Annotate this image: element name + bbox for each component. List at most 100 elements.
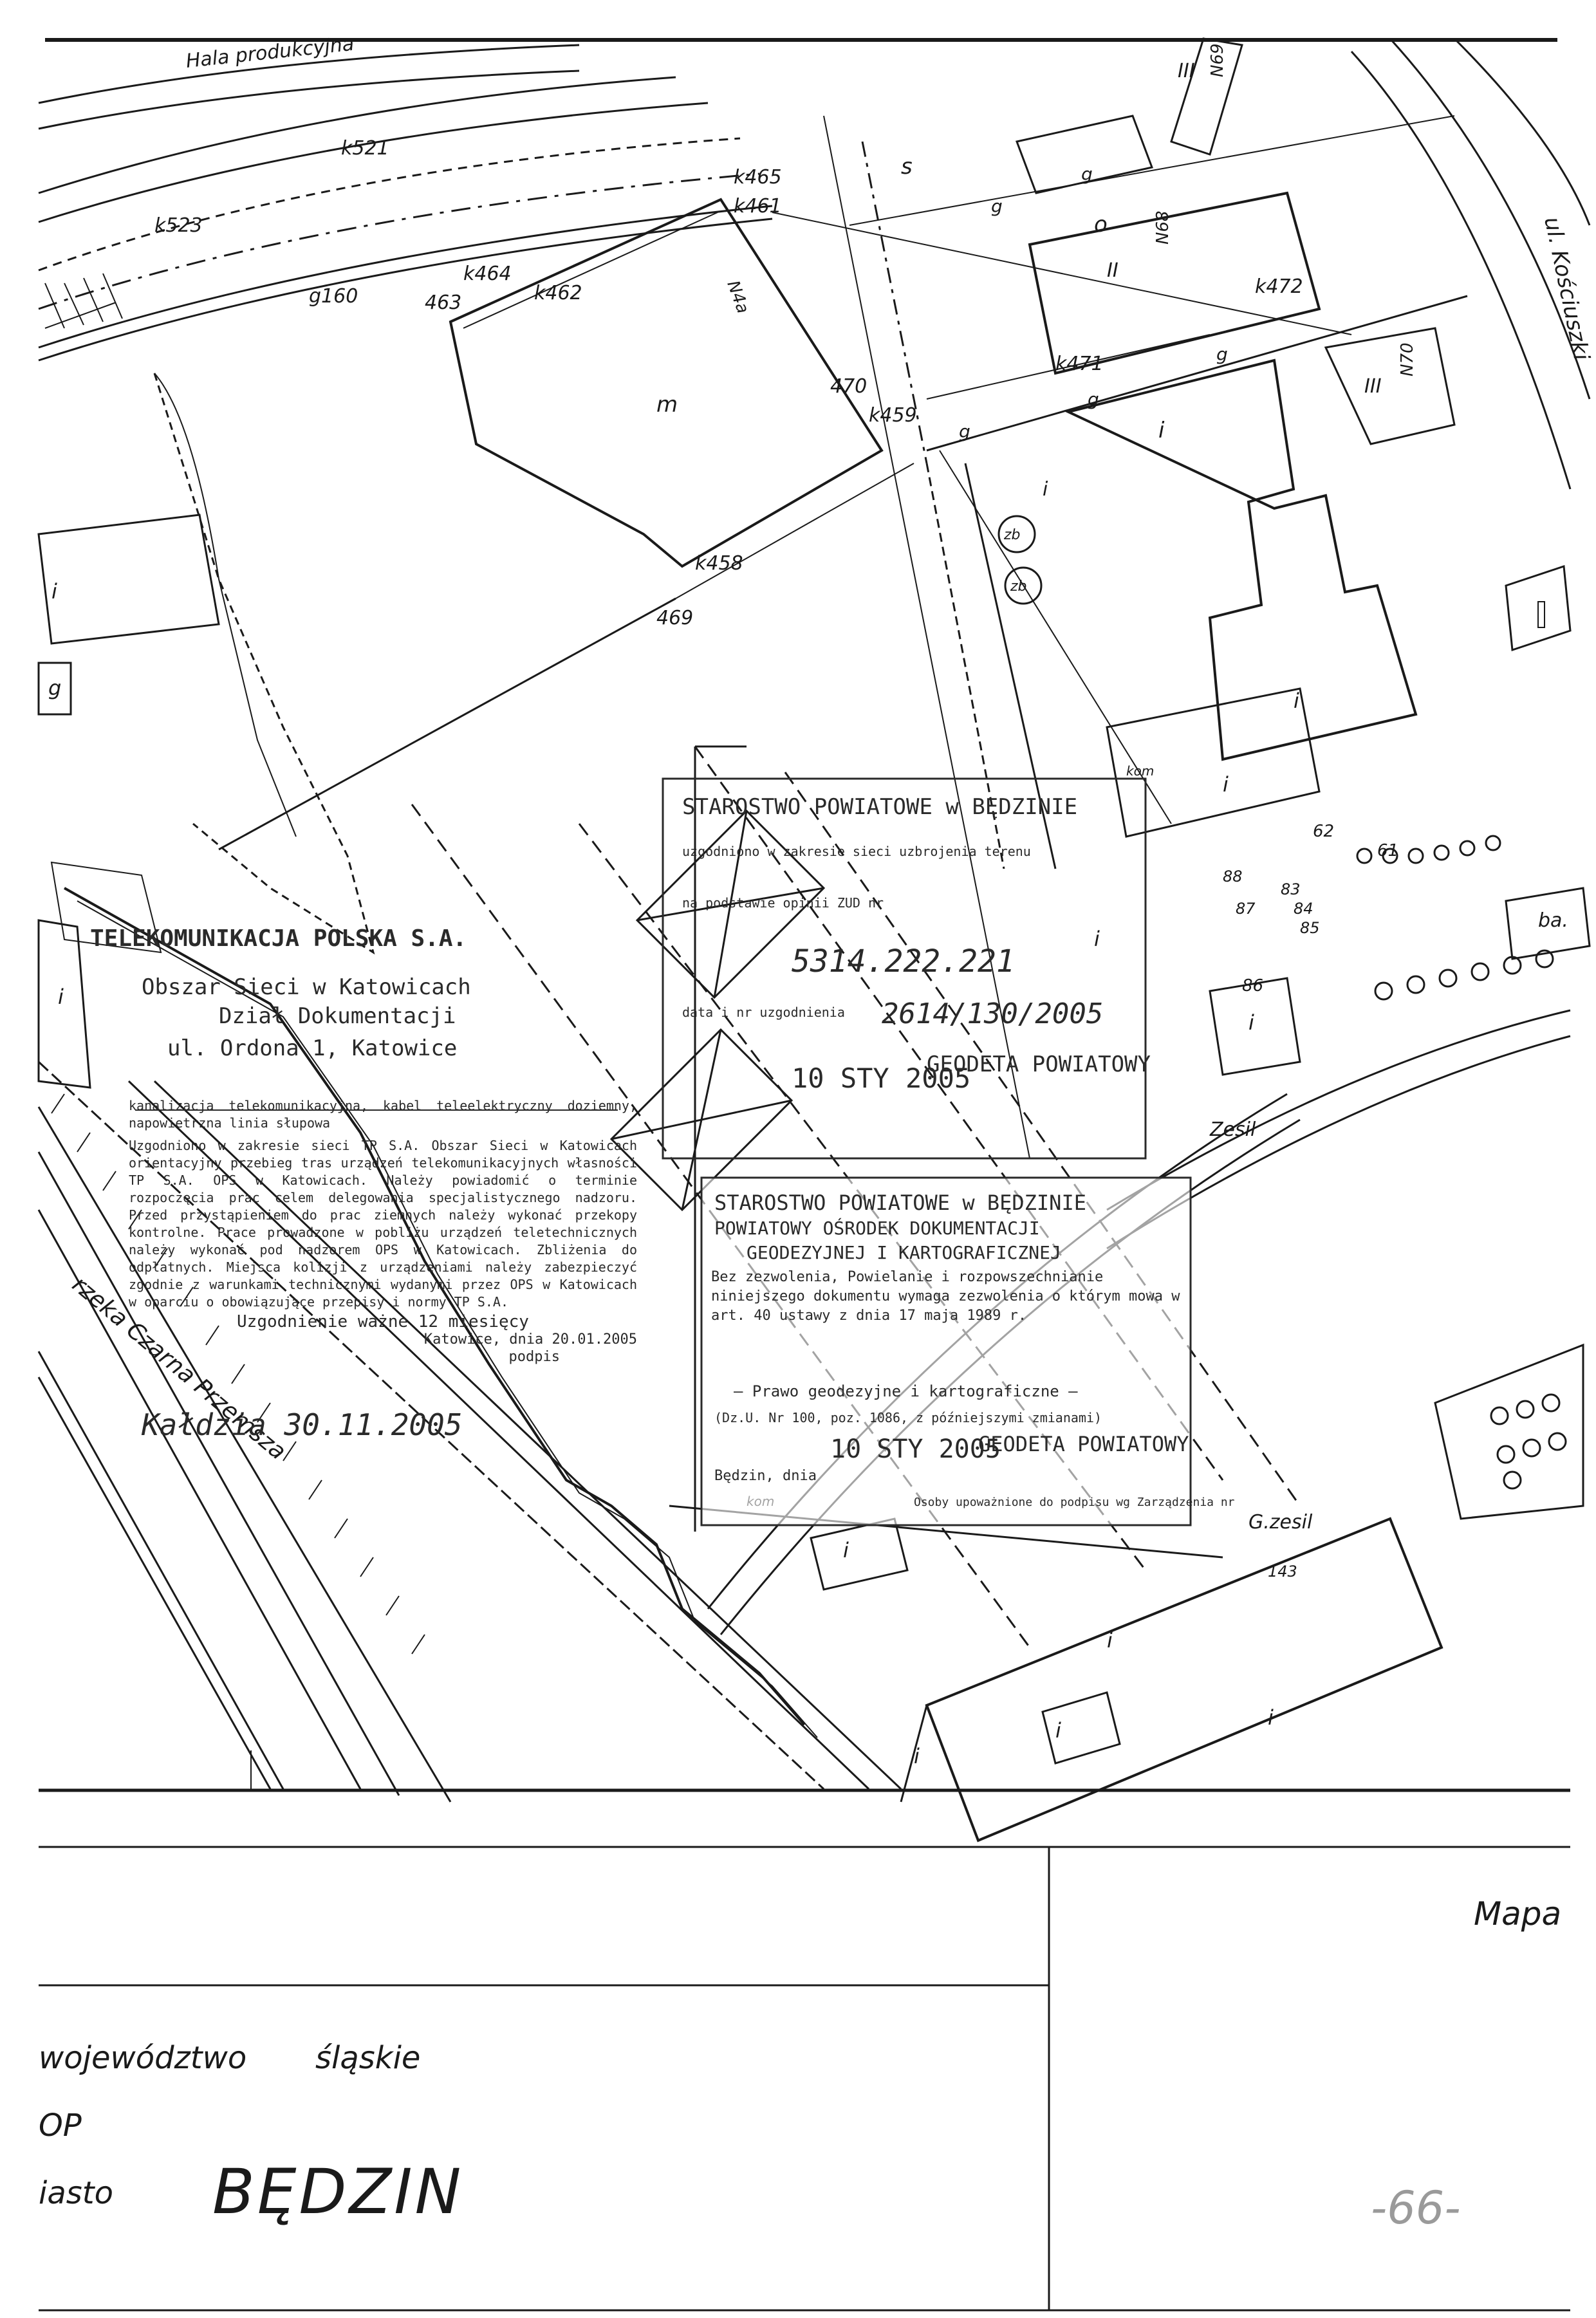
tp-legend: kanalizacja telekomunikacyjna, kabel tel…: [129, 1098, 637, 1131]
river-and-railway-lower: [37, 1061, 902, 1803]
label-458: k458: [695, 552, 743, 575]
label-462: k462: [534, 282, 582, 304]
track-hatch: [51, 1093, 425, 1655]
kop-label: OP: [39, 2108, 82, 2144]
miasto-label: iasto: [39, 2175, 113, 2211]
label-470: 470: [830, 375, 867, 398]
embankment-hatch: [44, 273, 123, 329]
tp-title: TELEKOMUNIKACJA POLSKA S.A.: [90, 925, 467, 952]
label-521: k521: [341, 137, 389, 160]
road-kosciuszki: [1350, 37, 1591, 490]
wojewodztwo-value: śląskie: [315, 2040, 421, 2076]
label-459: k459: [869, 404, 917, 427]
label-gzesil: G.zesil: [1248, 1511, 1313, 1534]
stamp-top-line3: na podstawie opinii ZUD nr: [682, 895, 884, 911]
stamp-top-geodeta: GEODETA POWIATOWY: [927, 1052, 1151, 1077]
label-zesil: Zesil: [1209, 1118, 1256, 1141]
plot-boundary: [153, 373, 375, 955]
building-right-3: [1015, 115, 1154, 194]
stamp-bottom-footer: Osoby upoważnione do podpisu wg Zarządze…: [914, 1496, 1235, 1509]
stamp-bottom-place: Będzin, dnia: [714, 1468, 817, 1484]
label-ba: ba.: [1538, 909, 1568, 932]
building-ba: [1505, 887, 1591, 960]
building-letter-g-4: g: [959, 421, 970, 442]
label-471: k471: [1055, 353, 1104, 375]
building-letter-i-8: i: [843, 1538, 849, 1562]
building-letter-i-2: i: [1043, 478, 1048, 501]
label-464: k464: [463, 263, 512, 285]
building-letter-i-12: i: [914, 1744, 920, 1768]
stamp-bottom-line6: (Dz.U. Nr 100, poz. 1086, z późniejszymi…: [714, 1410, 1102, 1425]
sheet-number: -66-: [1371, 2182, 1461, 2234]
building-letter-g-3: g: [1088, 389, 1099, 410]
stamp-top-line1: STAROSTWO POWIATOWE w BĘDZINIE: [682, 794, 1077, 820]
building-letter-i-13: i: [1094, 927, 1100, 951]
building-letter-i-7: i: [1248, 1010, 1254, 1035]
wojewodztwo-label: województwo: [39, 2040, 247, 2076]
tp-text-block: kanalizacja telekomunikacyjna, kabel tel…: [129, 1098, 637, 1365]
building-code-n70: N70: [1398, 342, 1417, 376]
stamp-bottom-text-block: Bez zezwolenia, Powielanie i rozpowszech…: [711, 1269, 1180, 1324]
stamp-top-line4: data i nr uzgodnienia: [682, 1005, 845, 1020]
label-160: g160: [309, 285, 358, 308]
building-letter-i-11: i: [1268, 1705, 1274, 1730]
building-letter-s: s: [901, 154, 913, 180]
label-469: 469: [656, 607, 693, 629]
tp-line3: ul. Ordona 1, Katowice: [167, 1035, 457, 1061]
stamp-starostwo-top: STAROSTWO POWIATOWE w BĘDZINIE uzgodnion…: [662, 777, 1151, 1160]
building-letter-ii: II: [1107, 259, 1118, 282]
building-m: [449, 198, 884, 568]
label-61: 61: [1377, 841, 1398, 860]
building-letter-g-6: g: [991, 196, 1003, 217]
stamp-top-date: 10 STY 2005: [792, 1062, 970, 1094]
building-right-2: [1028, 191, 1321, 375]
building-letter-i-1: i: [1158, 418, 1165, 443]
stamp-top-handwritten: 2614/130/2005: [882, 997, 1103, 1030]
tp-line1: Obszar Sieci w Katowicach: [142, 974, 471, 1000]
building-right-5: [1324, 327, 1456, 445]
label-84: 84: [1294, 900, 1313, 918]
miasto-value: BĘDZIN: [212, 2156, 464, 2228]
label-461: k461: [734, 195, 782, 218]
label-143: 143: [1268, 1562, 1297, 1581]
label-463: 463: [425, 292, 461, 314]
building-letter-m: m: [656, 392, 678, 418]
stamp-bottom-date: 10 STY 2005: [830, 1434, 1001, 1464]
mapa-label: Mapa: [1474, 1895, 1562, 1933]
label-523: k523: [154, 214, 203, 237]
building-letter-iii-2: III: [1178, 60, 1195, 82]
label-85: 85: [1300, 919, 1320, 937]
building-right-6: [1106, 687, 1321, 838]
building-letter-i-3: i: [1294, 689, 1299, 713]
label-zb-1: zb: [1003, 527, 1021, 543]
label-87: 87: [1236, 900, 1256, 918]
stamp-bottom-line1: STAROSTWO POWIATOWE w BĘDZINIE: [714, 1191, 1086, 1215]
building-right-4: [1170, 37, 1243, 156]
tp-body: Uzgodniono w zakresie sieci TP S.A. Obsz…: [129, 1138, 637, 1310]
building-letter-i-9: i: [1107, 1628, 1113, 1653]
label-kom-1: kom: [1126, 763, 1154, 779]
building-letter-i-5: i: [51, 579, 57, 604]
building-letter-i-4: i: [1223, 772, 1229, 797]
building-lower-right: [925, 1517, 1443, 1842]
building-letter-i-6: i: [58, 985, 64, 1009]
building-letter-g-1: g: [48, 676, 61, 700]
stamp-bottom-geodeta: GEODETA POWIATOWY: [978, 1432, 1189, 1456]
map-area: [37, 37, 1591, 1842]
building-code-n69: N69: [1208, 43, 1227, 77]
stamp-starostwo-bottom: STAROSTWO POWIATOWE w BĘDZINIE POWIATOWY…: [700, 1176, 1235, 1526]
stamp-top-number: 5314.222.221: [792, 943, 1015, 979]
tp-signed: Katowice, dnia 20.01.2005: [423, 1331, 637, 1348]
tp-handwritten: Kałdzia 30.11.2005: [141, 1407, 463, 1442]
stamp-bottom-line4: Bez zezwolenia, Powielanie i rozpowszech…: [711, 1269, 1180, 1324]
crossed-boxes: [609, 809, 826, 1212]
building-right-1: [1064, 358, 1418, 761]
telecom-duct: [64, 887, 806, 1726]
label-465: k465: [734, 166, 782, 189]
label-472: k472: [1255, 275, 1303, 298]
building-code-n68: N68: [1153, 210, 1173, 245]
building-letter-i-10: i: [1055, 1718, 1061, 1743]
building-letter-g-2: g: [1216, 344, 1228, 365]
tp-line2: Dział Dokumentacji: [219, 1003, 456, 1029]
